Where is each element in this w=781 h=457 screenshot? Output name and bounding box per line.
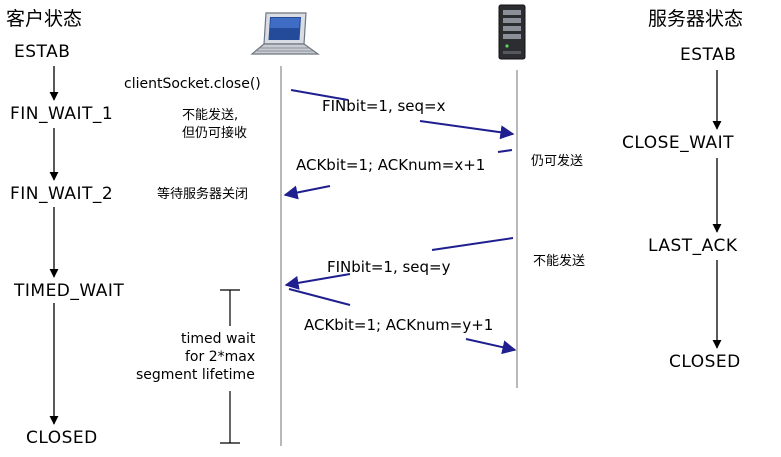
fin-wait-1-note-line2: 但仍可接收 — [182, 126, 248, 141]
timed-wait-bracket — [220, 289, 240, 444]
ack-arrow-2 — [465, 338, 517, 355]
fin-wait-2-note: 等待服务器关闭 — [157, 187, 249, 202]
server-can-send-note: 仍可发送 — [531, 154, 584, 169]
ack-arrow-1 — [283, 185, 331, 200]
timed-wait-note-line3: segment lifetime — [136, 367, 255, 383]
server-state-close-wait: CLOSE_WAIT — [622, 133, 735, 153]
client-state-timed-wait: TIMED_WAIT — [14, 281, 125, 301]
fin-message-1: FINbit=1, seq=x — [322, 97, 446, 115]
server-state-closed: CLOSED — [669, 352, 741, 372]
ack-arrow-2-tail — [288, 288, 351, 306]
timed-wait-note-line1: timed wait — [181, 331, 256, 347]
ack-arrow-1-tail — [497, 149, 513, 153]
fin-arrow-1 — [419, 120, 515, 140]
server-status-title: 服务器状态 — [648, 8, 744, 30]
server-state-estab: ESTAB — [680, 45, 737, 65]
fin-arrow-1-head-segment — [290, 89, 349, 101]
client-status-title: 客户状态 — [6, 8, 83, 30]
client-state-fin-wait-1: FIN_WAIT_1 — [10, 104, 114, 124]
laptop-icon — [250, 12, 320, 55]
ack-message-2: ACKbit=1; ACKnum=y+1 — [304, 316, 494, 334]
fin-message-2: FINbit=1, seq=y — [327, 258, 451, 276]
server-tower-icon — [498, 4, 526, 60]
client-state-estab: ESTAB — [14, 42, 71, 62]
server-state-last-ack: LAST_ACK — [648, 236, 738, 256]
timed-wait-note-line2: for 2*max — [185, 349, 256, 365]
ack-message-1: ACKbit=1; ACKnum=x+1 — [296, 156, 486, 174]
client-state-closed: CLOSED — [26, 428, 98, 448]
server-cannot-send-note: 不能发送 — [533, 254, 586, 269]
fin-wait-1-note-line1: 不能发送, — [182, 108, 239, 123]
fin-arrow-2-tail — [431, 237, 514, 251]
fin-arrow-2 — [284, 273, 351, 290]
client-socket-close-call: clientSocket.close() — [124, 76, 261, 92]
client-state-fin-wait-2: FIN_WAIT_2 — [10, 184, 114, 204]
